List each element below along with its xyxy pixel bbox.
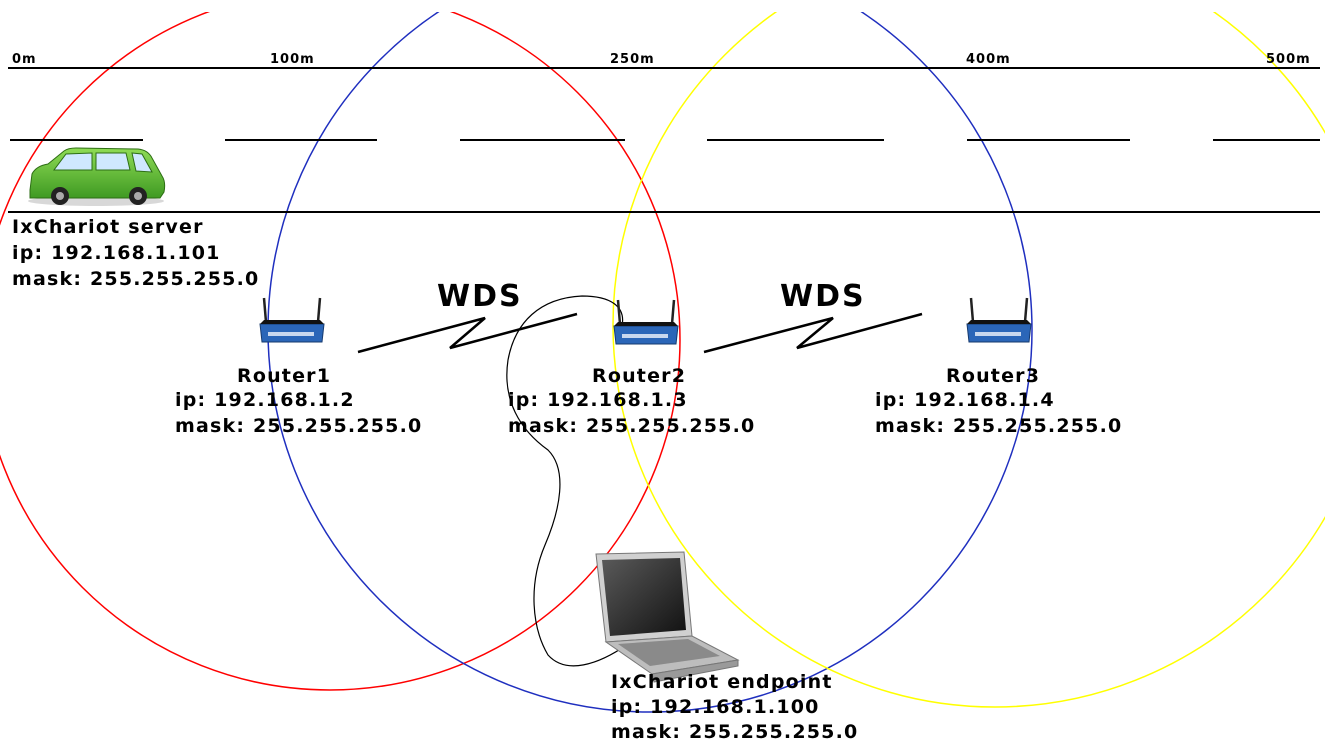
endpoint-name: IxChariot endpoint: [611, 671, 833, 693]
laptop-icon: [595, 551, 740, 683]
router1-name: Router1: [237, 365, 331, 387]
router2-ip: ip: 192.168.1.3: [508, 389, 688, 411]
wds-label-left: WDS: [437, 279, 523, 314]
router2-mask: mask: 255.255.255.0: [508, 415, 755, 437]
car-icon: [28, 147, 166, 206]
distance-marker-3: 400m: [966, 52, 1011, 67]
server-ip: ip: 192.168.1.101: [12, 242, 221, 264]
ethernet-cable: [506, 295, 629, 667]
router2-name: Router2: [592, 365, 686, 387]
distance-marker-2: 250m: [610, 52, 655, 67]
endpoint-ip: ip: 192.168.1.100: [611, 696, 820, 718]
router3-ip: ip: 192.168.1.4: [875, 389, 1055, 411]
router3-mask: mask: 255.255.255.0: [875, 415, 1122, 437]
distance-marker-1: 100m: [270, 52, 315, 67]
router3-name: Router3: [946, 365, 1040, 387]
server-name: IxChariot server: [12, 216, 204, 238]
wds-label-right: WDS: [780, 279, 866, 314]
endpoint-mask: mask: 255.255.255.0: [611, 721, 858, 743]
distance-marker-4: 500m: [1266, 52, 1311, 67]
router1-range-circle: [0, 12, 681, 691]
wds-link-right: [703, 312, 923, 354]
server-mask: mask: 255.255.255.0: [12, 268, 259, 290]
wds-link-left: [357, 312, 578, 354]
router3-icon: [966, 297, 1032, 343]
router1-icon: [259, 297, 325, 343]
router1-mask: mask: 255.255.255.0: [175, 415, 422, 437]
road: [8, 67, 1320, 213]
router1-ip: ip: 192.168.1.2: [175, 389, 355, 411]
router2-icon: [613, 299, 679, 345]
distance-marker-0: 0m: [12, 52, 37, 67]
router3-range-circle: [612, 12, 1325, 708]
